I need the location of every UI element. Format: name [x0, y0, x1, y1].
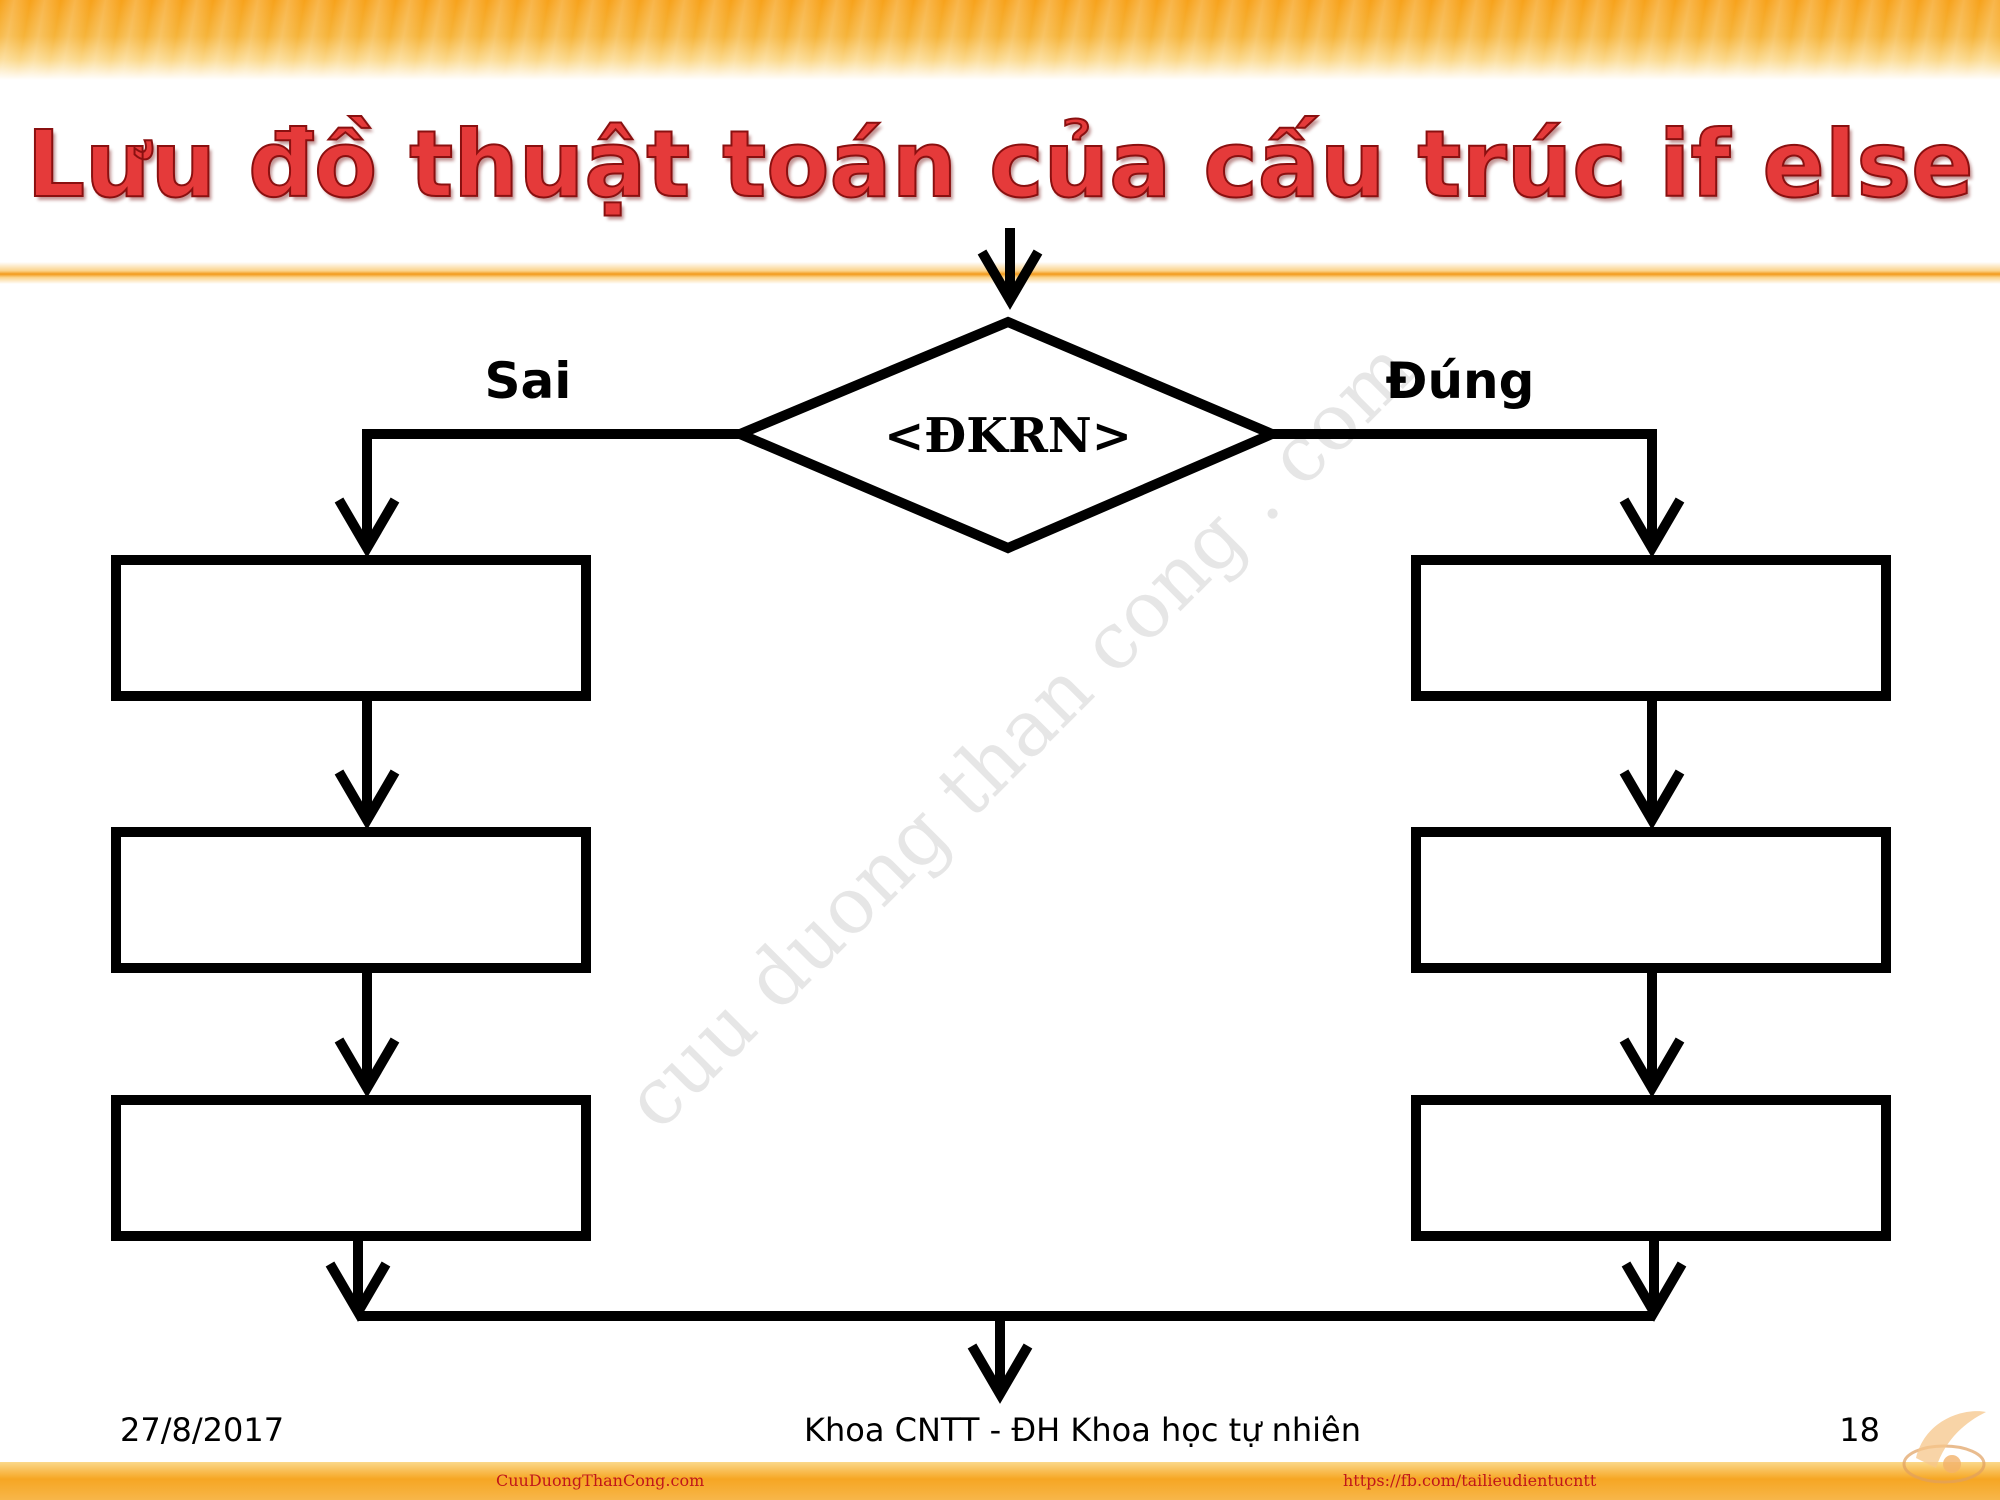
false-process-box-2	[111, 827, 591, 973]
false-branch-arrowhead	[334, 497, 400, 558]
true-process-box-3	[1411, 1095, 1891, 1241]
decision-diamond	[727, 316, 1285, 554]
false-process-box-3	[111, 1095, 591, 1241]
false-process-box-1	[111, 555, 591, 701]
true-branch-arrowhead	[1619, 497, 1685, 558]
true-process-box-1	[1411, 555, 1891, 701]
true-process-box-2	[1411, 827, 1891, 973]
footer-department: Khoa CNTT - ĐH Khoa học tự nhiên	[803, 1411, 1362, 1449]
false-branch-label: Sai	[485, 352, 572, 410]
top-decorative-band	[0, 0, 2000, 80]
slide-title: Lưu đồ thuật toán của cấu trúc if else	[26, 110, 1975, 219]
entry-arrow-head	[977, 249, 1043, 310]
bottom-decorative-band	[0, 1462, 2000, 1500]
corner-logo-icon	[1902, 1411, 1986, 1484]
false-branch-line	[362, 429, 740, 548]
false-connector-2-arrowhead	[334, 1037, 400, 1098]
decision-condition-label: <ĐKRN>	[884, 408, 1132, 464]
footer-page-number: 18	[1839, 1411, 1880, 1449]
footer-link-cuuduongthancong[interactable]: CuuDuongThanCong.com	[496, 1471, 705, 1490]
exit-arrow-head	[967, 1343, 1033, 1404]
true-connector-1-arrowhead	[1619, 769, 1685, 830]
footer-date: 27/8/2017	[120, 1411, 285, 1449]
footer-link-facebook[interactable]: https://fb.com/tailieudientucntt	[1343, 1471, 1597, 1490]
true-branch-label: Đúng	[1386, 352, 1535, 410]
true-branch-line	[1272, 429, 1657, 548]
true-connector-2-arrowhead	[1619, 1037, 1685, 1098]
false-connector-1-arrowhead	[334, 769, 400, 830]
